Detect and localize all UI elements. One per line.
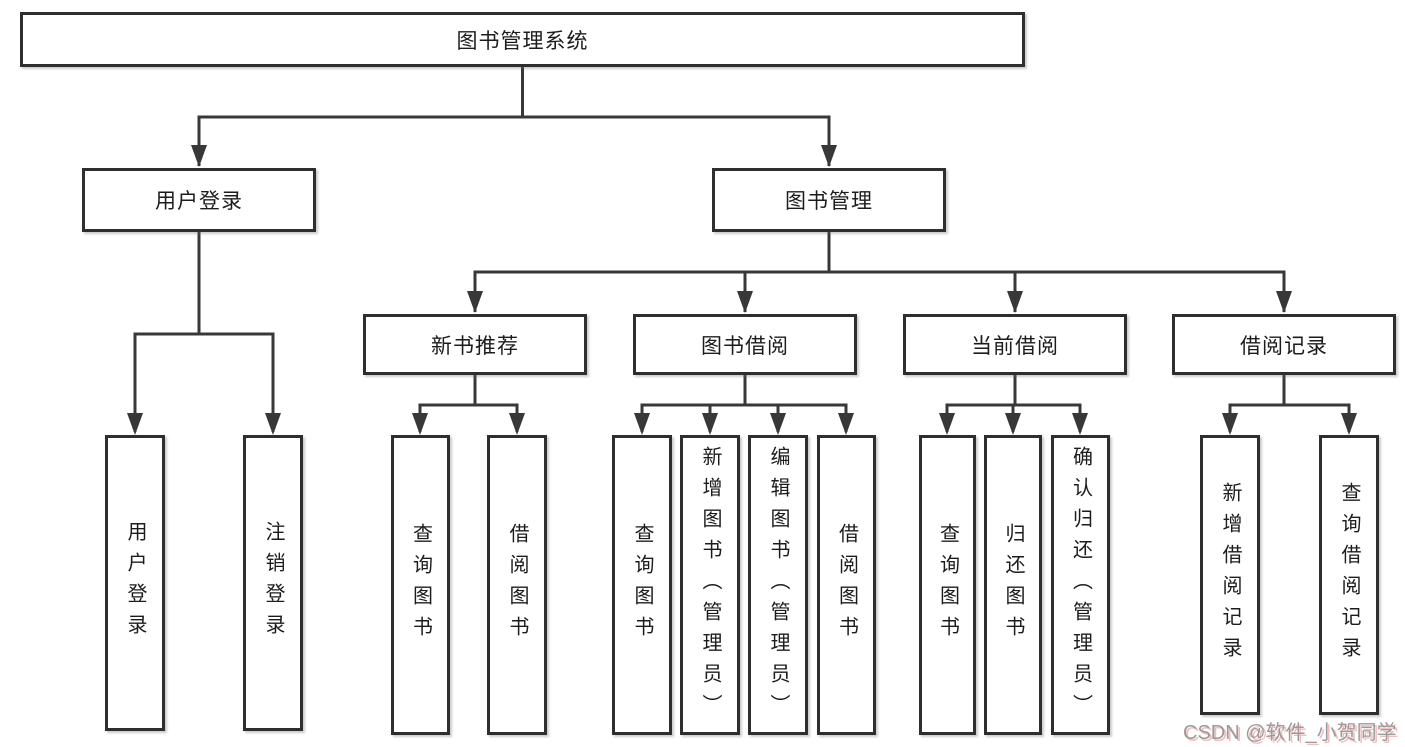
leaf-borrow-edit-books-admin: 编辑图书（管理员） [748,435,808,735]
leaf-borrow-add-books-admin-label: 新增图书（管理员） [699,445,721,725]
leaf-user-login: 用户登录 [105,435,165,731]
leaf-borrow-add-books-admin: 新增图书（管理员） [680,435,740,735]
node-new-book-recommend-label: 新书推荐 [431,334,519,358]
leaf-current-confirm-return-admin: 确认归还（管理员） [1051,435,1110,735]
leaf-newbook-borrow-books-label: 借阅图书 [506,523,528,647]
leaf-current-query-books-label: 查询图书 [936,523,959,647]
leaf-current-return-books-label: 归还图书 [1002,523,1024,647]
leaf-records-query-record: 查询借阅记录 [1319,435,1379,715]
leaf-logout: 注销登录 [243,435,303,731]
leaf-borrow-query-books: 查询图书 [612,435,672,735]
node-new-book-recommend: 新书推荐 [363,314,587,375]
leaf-newbook-query-books-label: 查询图书 [409,523,432,647]
node-book-management: 图书管理 [712,168,946,232]
leaf-logout-label: 注销登录 [262,521,284,645]
leaf-current-query-books: 查询图书 [919,435,976,735]
leaf-records-add-record: 新增借阅记录 [1200,435,1260,715]
tree-edges [133,67,1351,432]
leaf-records-query-record-label: 查询借阅记录 [1338,482,1360,668]
node-user-login: 用户登录 [82,168,316,232]
leaf-newbook-query-books: 查询图书 [391,435,450,735]
leaf-newbook-borrow-books: 借阅图书 [487,435,547,735]
node-book-management-label: 图书管理 [785,190,873,213]
leaf-borrow-query-books-label: 查询图书 [631,523,653,647]
node-root-label: 图书管理系统 [456,29,589,53]
leaf-current-return-books: 归还图书 [984,435,1042,735]
node-current-borrow: 当前借阅 [903,314,1127,375]
node-book-borrow-label: 图书借阅 [701,334,789,358]
node-root: 图书管理系统 [20,12,1025,67]
leaf-user-login-label: 用户登录 [124,521,146,645]
node-book-borrow: 图书借阅 [633,314,857,375]
node-borrow-records-label: 借阅记录 [1240,334,1328,358]
csdn-watermark: CSDN @软件_小贺同学 [1183,722,1397,744]
leaf-records-add-record-label: 新增借阅记录 [1219,482,1241,668]
leaf-borrow-edit-books-admin-label: 编辑图书（管理员） [767,445,789,725]
node-borrow-records: 借阅记录 [1172,314,1396,375]
leaf-borrow-borrow-books: 借阅图书 [817,435,876,735]
node-current-borrow-label: 当前借阅 [971,334,1059,358]
leaf-borrow-borrow-books-label: 借阅图书 [835,523,858,647]
leaf-current-confirm-return-admin-label: 确认归还（管理员） [1069,445,1092,725]
node-user-login-label: 用户登录 [155,190,243,213]
